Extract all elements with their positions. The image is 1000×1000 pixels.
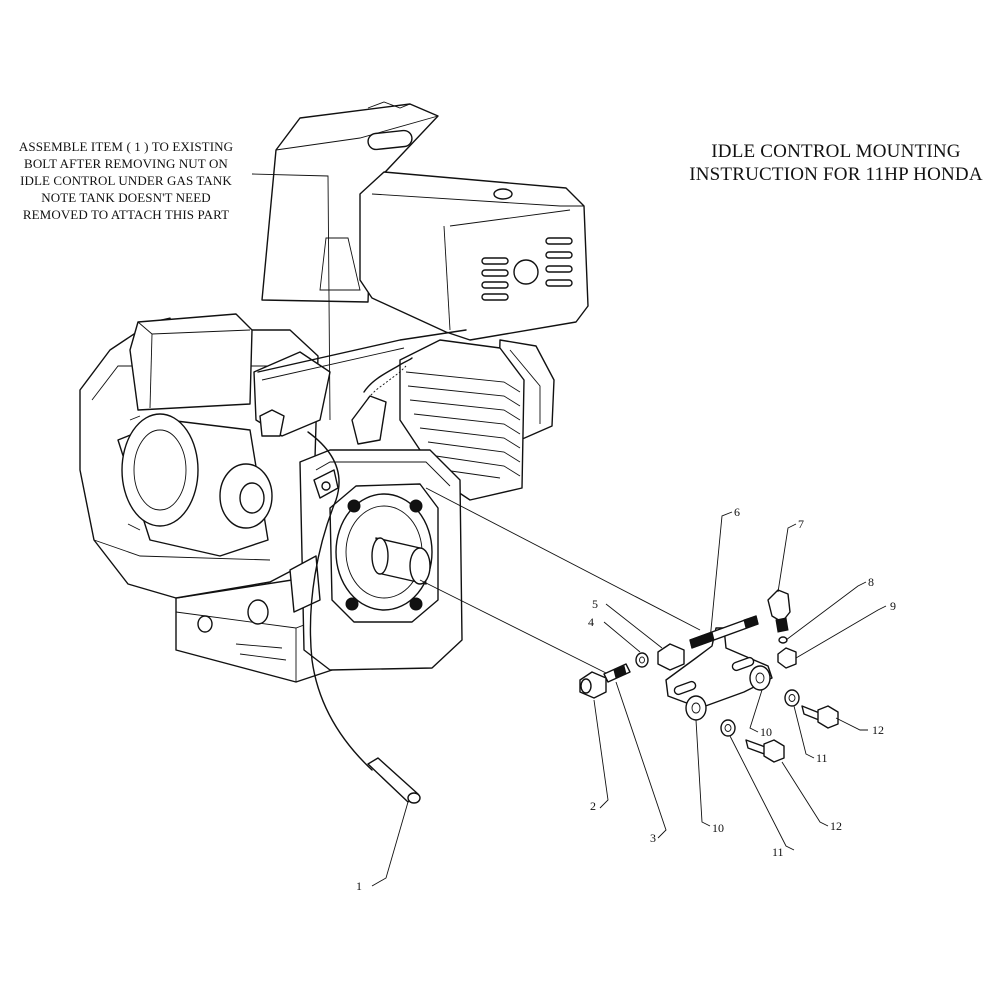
item-11-lockwasher-upper-hole (788, 694, 796, 702)
item-4-washer (635, 652, 649, 668)
fuel-cap (367, 129, 413, 151)
callout-5: 5 (592, 597, 598, 611)
item-4-washer-hole (639, 656, 645, 664)
bracket-slot-1 (673, 680, 697, 696)
callout-2: 2 (590, 799, 596, 813)
item-7-elbow (767, 589, 791, 623)
cable-end-tip (407, 792, 421, 804)
flange-bolt-2 (409, 499, 423, 513)
idle-control-cable (307, 431, 373, 771)
note-leader-line (251, 173, 331, 421)
governor-spring-coil (363, 357, 413, 393)
item-11-lockwasher-lower-hole (724, 724, 732, 732)
callout-8: 8 (868, 575, 874, 589)
base-foot-slots (235, 643, 287, 661)
throttle-link-rod (257, 329, 467, 373)
callout-1: 1 (356, 879, 362, 893)
flange-bolt-3 (345, 597, 359, 611)
governor-spring (367, 365, 407, 399)
tank-bracket (319, 237, 361, 291)
item-10-washer-upper-hole (755, 672, 765, 684)
note-line-4: NOTE TANK DOESN'T NEED (41, 190, 211, 205)
callout-4: 4 (588, 615, 594, 629)
item-12-bolt-upper-head (817, 705, 839, 729)
title-line-2: INSTRUCTION FOR 11HP HONDA (689, 164, 983, 185)
callout-leaders (371, 511, 887, 887)
rod-spring-coil (689, 631, 715, 649)
air-cleaner-face-top (449, 209, 571, 227)
callout-11-lower: 11 (772, 845, 784, 859)
item-11-lockwasher-lower (720, 719, 736, 737)
callout-11-upper: 11 (816, 751, 828, 765)
callout-12-upper: 12 (872, 723, 884, 737)
idle-control-knob (259, 409, 285, 437)
starter-drum-face (121, 413, 199, 527)
starter-pull-box (129, 313, 253, 411)
item-10-washer-upper (749, 665, 771, 691)
callout-10-lower: 10 (712, 821, 724, 835)
callout-6: 6 (734, 505, 740, 519)
cooling-fins (405, 371, 521, 479)
air-cleaner-vents-left (481, 257, 509, 301)
starter-drum-marks (127, 415, 141, 531)
governor-lever (351, 395, 387, 445)
base-bolt-hole (247, 599, 269, 625)
item-5-nut (657, 643, 685, 671)
alignment-line-upper (425, 487, 701, 631)
item-12-bolt-lower-head (763, 739, 785, 763)
note-line-2: BOLT AFTER REMOVING NUT ON (24, 156, 228, 171)
note-line-3: IDLE CONTROL UNDER GAS TANK (20, 173, 232, 188)
note-line-5: REMOVED TO ATTACH THIS PART (22, 207, 230, 222)
item-11-lockwasher-upper (784, 689, 800, 707)
housing-edge-bottom (93, 539, 271, 561)
air-cleaner-front-edge (443, 225, 451, 331)
callout-10-upper: 10 (760, 725, 772, 739)
air-cleaner-knob (493, 188, 513, 200)
bracket-slot-2 (731, 656, 755, 672)
air-cleaner (359, 171, 589, 341)
note-line-1: ASSEMBLE ITEM ( 1 ) TO EXISTING (18, 139, 234, 154)
throttle-link-rod-2 (261, 347, 405, 381)
flange-bolt-4 (409, 597, 423, 611)
air-cleaner-center-bolt (513, 259, 539, 285)
alignment-line-lower (419, 579, 613, 677)
title-line-1: IDLE CONTROL MOUNTING (711, 141, 961, 162)
muffler-edge (509, 349, 541, 424)
callout-12-lower: 12 (830, 819, 842, 833)
base-bolt-hole-2 (197, 615, 213, 633)
rod-spring-coil-2 (743, 615, 759, 629)
fuel-cap-top-mark (367, 101, 411, 109)
air-cleaner-vents-right (545, 237, 573, 287)
item-2-face (580, 678, 592, 694)
item-8-small-part (778, 636, 788, 644)
item-9-nut (777, 647, 797, 669)
flange-bolt-1 (347, 499, 361, 513)
crankshaft-end (409, 547, 431, 585)
callout-7: 7 (798, 517, 804, 531)
mounting-tab-hole (321, 481, 331, 491)
callout-9: 9 (890, 599, 896, 613)
crankcase-face-edge (315, 461, 451, 487)
pull-box-corner (149, 333, 153, 409)
fuel-tank-top-edge (275, 115, 439, 151)
item-7-thread (775, 617, 789, 633)
crankshaft-base (371, 537, 389, 575)
starter-drum-inner (133, 429, 187, 511)
assembly-note: ASSEMBLE ITEM ( 1 ) TO EXISTING BOLT AFT… (0, 138, 252, 223)
item-10-washer-lower (685, 695, 707, 721)
engine-drawing (79, 101, 589, 683)
side-hub-center (239, 482, 265, 514)
air-cleaner-top-edge (371, 193, 584, 207)
item-10-washer-lower-hole (691, 702, 701, 714)
item-3-coil (613, 665, 627, 679)
diagram-title: IDLE CONTROL MOUNTING INSTRUCTION FOR 11… (660, 140, 1000, 186)
callout-3: 3 (650, 831, 656, 845)
